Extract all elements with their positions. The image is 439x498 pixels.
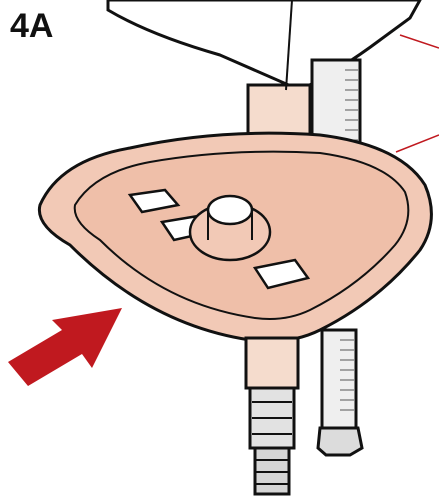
lower-fitting — [244, 336, 300, 496]
leader-line-mid — [395, 134, 439, 153]
leader-line-top — [399, 34, 439, 49]
mounting-slot — [252, 258, 311, 290]
red-arrow-icon — [8, 308, 122, 386]
step-label: 4A — [10, 7, 54, 45]
base-plate — [37, 131, 433, 343]
mounting-slot — [127, 188, 181, 214]
